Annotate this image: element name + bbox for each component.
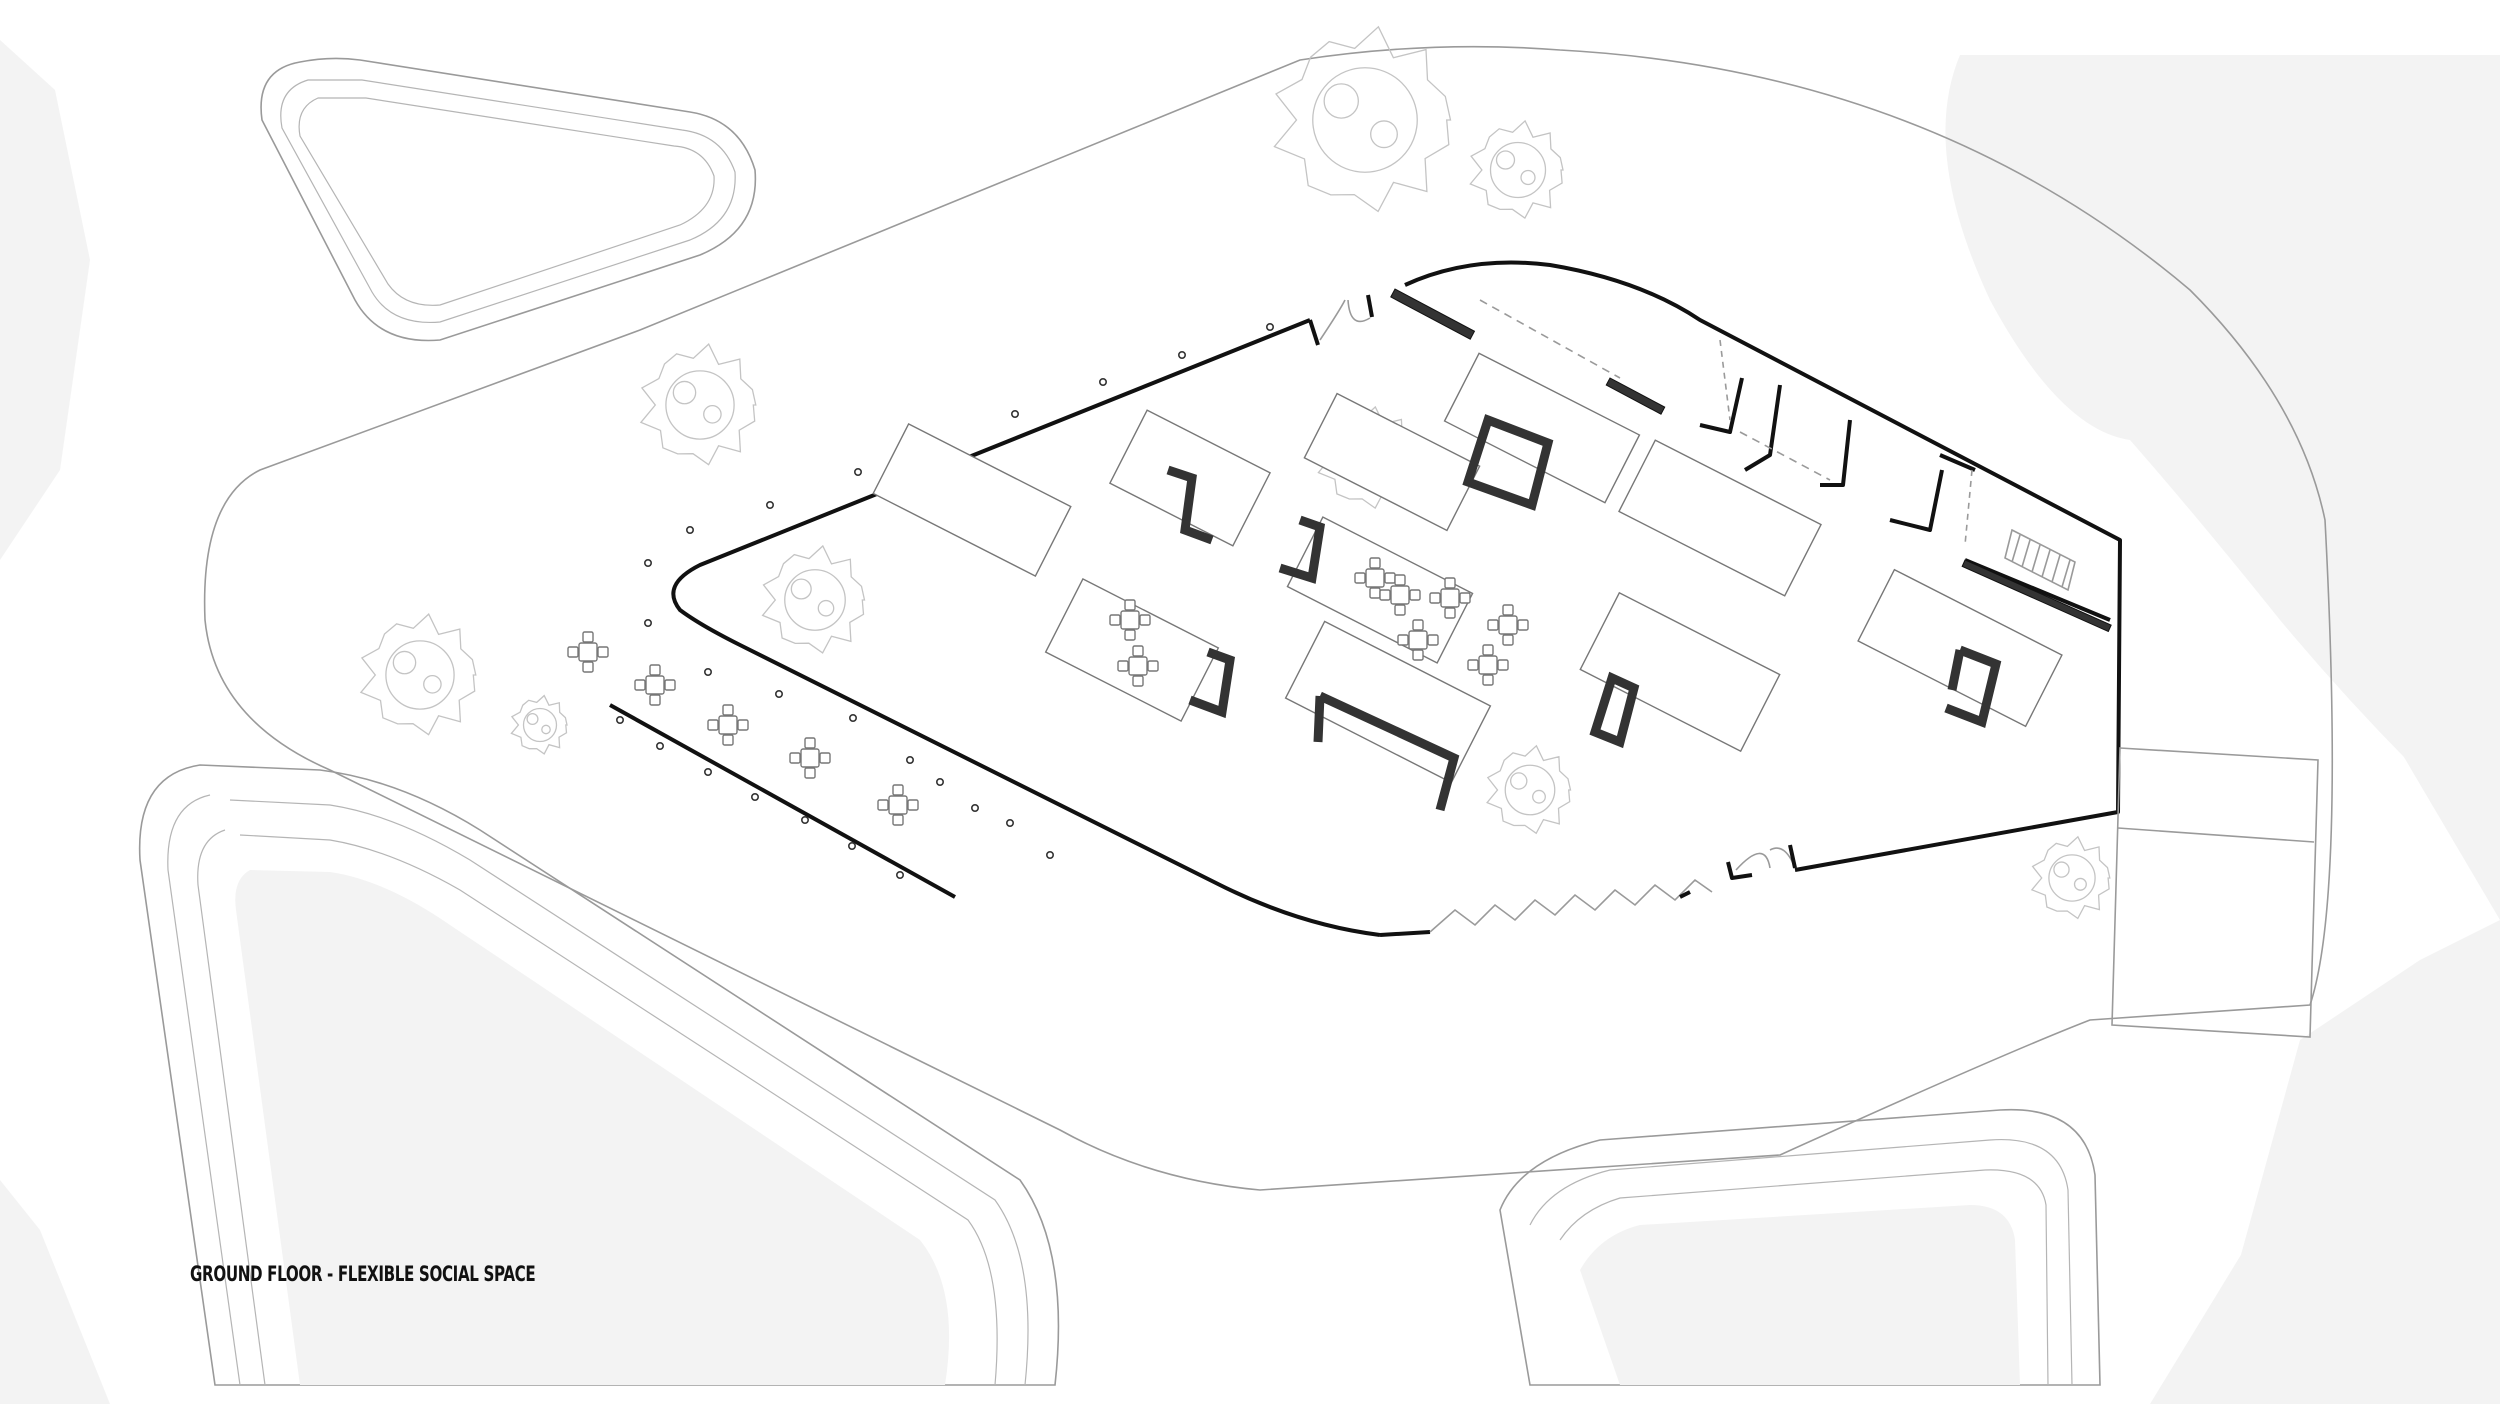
column [905, 755, 914, 764]
tree [510, 694, 568, 755]
column [970, 803, 979, 812]
partition-wall [1589, 671, 1640, 749]
table-set [1487, 604, 1529, 646]
column [800, 815, 809, 824]
table-set [1117, 645, 1159, 687]
column [774, 689, 783, 698]
column [615, 715, 624, 724]
table-set [1354, 557, 1396, 599]
column [895, 870, 904, 879]
column [1178, 350, 1187, 359]
column [643, 618, 652, 627]
column [703, 667, 712, 676]
table-sets [567, 557, 1529, 826]
table-set [1429, 577, 1471, 619]
table-set [1467, 644, 1509, 686]
column [685, 525, 694, 534]
column [1266, 322, 1275, 331]
floor-module [1857, 568, 2063, 728]
site-boundary [203, 45, 2334, 1191]
tree [1273, 25, 1452, 213]
terrace-right [2111, 747, 2319, 1038]
planter-top-left [260, 57, 757, 342]
partition-wall [1278, 515, 1326, 584]
column [1010, 409, 1019, 418]
columns [615, 322, 1275, 879]
table-set [1397, 619, 1439, 661]
column [643, 558, 652, 567]
floor-module [1618, 439, 1822, 597]
tree [639, 343, 757, 466]
column [703, 767, 712, 776]
tree [2030, 835, 2111, 920]
column [935, 777, 944, 786]
floor-module [872, 422, 1072, 578]
table-set [877, 784, 919, 826]
table-set [707, 704, 749, 746]
outer-colonnade [609, 703, 956, 899]
tree [359, 613, 477, 736]
column [1005, 818, 1014, 827]
column [655, 741, 664, 750]
tree [1469, 119, 1564, 220]
column [847, 841, 856, 850]
planter-bottom-left [138, 764, 1060, 1386]
partition-wall [1166, 465, 1214, 545]
building-envelope [671, 260, 2122, 937]
floor-module [1044, 578, 1220, 722]
column [1046, 850, 1055, 859]
column [765, 500, 774, 509]
partition-wall [1944, 645, 2002, 729]
floor-module [1303, 392, 1481, 532]
table-set [634, 664, 676, 706]
partition-wall [1462, 414, 1554, 511]
column [1099, 377, 1108, 386]
floor-module [1284, 620, 1492, 784]
table-set [1109, 599, 1151, 641]
table-set [1379, 574, 1421, 616]
partition-wall [1188, 647, 1236, 719]
tree [1486, 744, 1572, 835]
floor-modules [872, 352, 2063, 812]
column [853, 467, 862, 476]
paved-areas [0, 40, 2500, 1404]
table-set [789, 737, 831, 779]
column [750, 792, 759, 801]
column [848, 713, 857, 722]
table-set [567, 631, 609, 673]
planter-bottom-right [1499, 1108, 2101, 1386]
drawing-caption: GROUND FLOOR - FLEXIBLE SOCIAL SPACE [190, 1262, 536, 1286]
partition-wall [1947, 649, 1965, 691]
floor-module [1579, 591, 1781, 753]
partition-wall [1313, 691, 1460, 812]
floor-module [1443, 352, 1641, 504]
tree [761, 544, 866, 654]
